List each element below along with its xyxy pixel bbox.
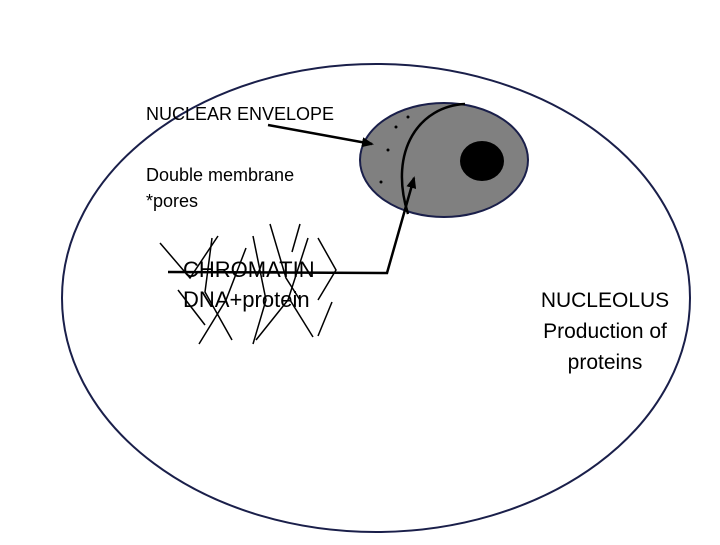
cell-boundary xyxy=(61,63,691,533)
nucleolus-label: NUCLEOLUS Production of proteins xyxy=(530,285,680,378)
pore-dot xyxy=(379,180,383,184)
nuclear-envelope-detail-line2: *pores xyxy=(146,191,199,211)
chromatin-strands xyxy=(159,223,337,345)
chromatin-arrow xyxy=(167,176,417,275)
nuclear-envelope-detail: Double membrane *pores xyxy=(146,162,294,214)
envelope-arrow xyxy=(267,123,374,148)
chromatin-label: CHROMATIN DNA+protein xyxy=(183,255,315,315)
nucleolus-title: NUCLEOLUS xyxy=(540,289,670,312)
pore-dot xyxy=(394,125,398,129)
nuclear-envelope-detail-line1: Double membrane xyxy=(146,165,295,185)
nucleolus-detail-line2: proteins xyxy=(567,351,643,374)
chromatin-detail: DNA+protein xyxy=(183,287,310,312)
pore-dot xyxy=(386,148,390,152)
pore-dot xyxy=(406,115,410,119)
nucleolus xyxy=(460,141,504,181)
nucleolus-detail-line1: Production of xyxy=(543,320,667,343)
chromatin-title: CHROMATIN xyxy=(183,257,315,282)
nuclear-envelope-title: NUCLEAR ENVELOPE xyxy=(146,104,335,124)
envelope-inner-membrane xyxy=(400,102,466,215)
